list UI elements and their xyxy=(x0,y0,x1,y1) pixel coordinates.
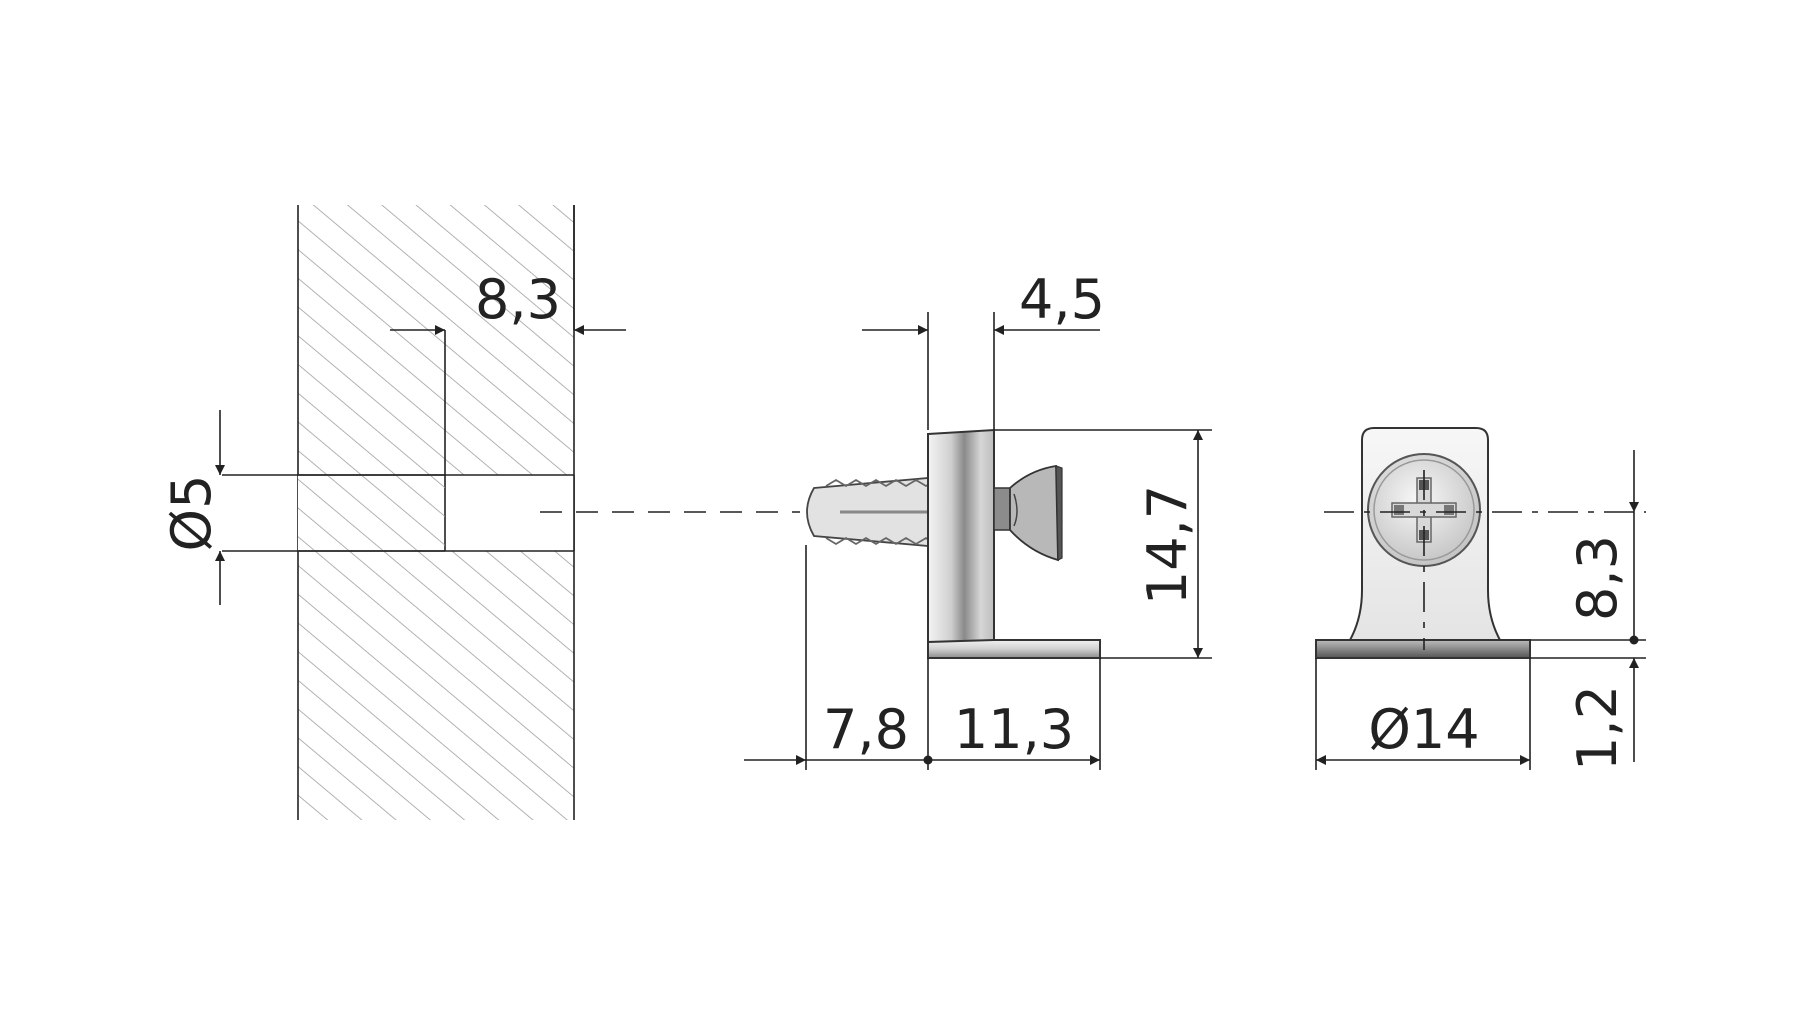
base-flange xyxy=(1315,639,1531,659)
bracket-front-view xyxy=(1315,427,1646,659)
dim-hole-depth: 8,3 xyxy=(390,205,626,335)
hole-depth-label: 8,3 xyxy=(475,268,561,331)
hole-diameter-label: Ø5 xyxy=(160,475,223,552)
axis-height-label: 8,3 xyxy=(1566,535,1629,621)
dim-axis-height: 8,3 xyxy=(1530,450,1646,645)
flange-thickness-label: 1,2 xyxy=(1566,685,1629,771)
expansion-pin xyxy=(806,477,937,547)
bracket-height-label: 14,7 xyxy=(1136,485,1199,605)
plate-thickness-label: 4,5 xyxy=(1019,268,1105,331)
panel-section xyxy=(222,205,575,820)
dim-lengths: 7,8 11,3 xyxy=(744,545,1101,770)
screw-side xyxy=(993,464,1063,562)
bracket-base xyxy=(927,639,1101,659)
bracket-side-view xyxy=(806,428,1101,659)
dim-hole-diameter: Ø5 xyxy=(160,410,225,605)
washer-diameter-label: Ø14 xyxy=(1368,698,1479,761)
dim-washer-diameter: Ø14 xyxy=(1315,658,1531,770)
dim-plate-thickness: 4,5 xyxy=(862,268,1105,430)
bracket-vertical-plate xyxy=(927,428,995,643)
bracket-length-label: 11,3 xyxy=(954,698,1074,761)
pin-length-label: 7,8 xyxy=(823,698,909,761)
dim-bracket-height: 14,7 xyxy=(994,429,1212,659)
dim-flange-thickness: 1,2 xyxy=(1530,657,1646,771)
